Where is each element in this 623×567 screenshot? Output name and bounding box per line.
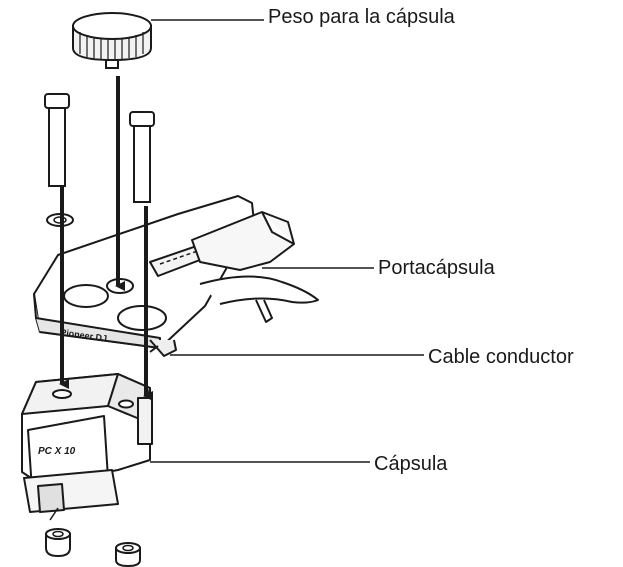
screw-left [44, 93, 70, 187]
nut-right [115, 542, 141, 567]
label-cartridge: Cápsula [374, 453, 448, 475]
nut-left [45, 528, 71, 558]
screw-right [129, 111, 155, 203]
cartridge-weight [72, 12, 152, 69]
assembly-arrows [59, 76, 153, 401]
label-cartridge-weight: Peso para la cápsula [268, 6, 455, 28]
headshell: Pioneer DJ [33, 195, 319, 357]
cartridge: PC X 10 [21, 373, 153, 521]
cartridge-model-logo: PC X 10 [38, 446, 76, 457]
label-lead-wire: Cable conductor [428, 346, 574, 368]
label-headshell: Portacápsula [378, 257, 495, 279]
